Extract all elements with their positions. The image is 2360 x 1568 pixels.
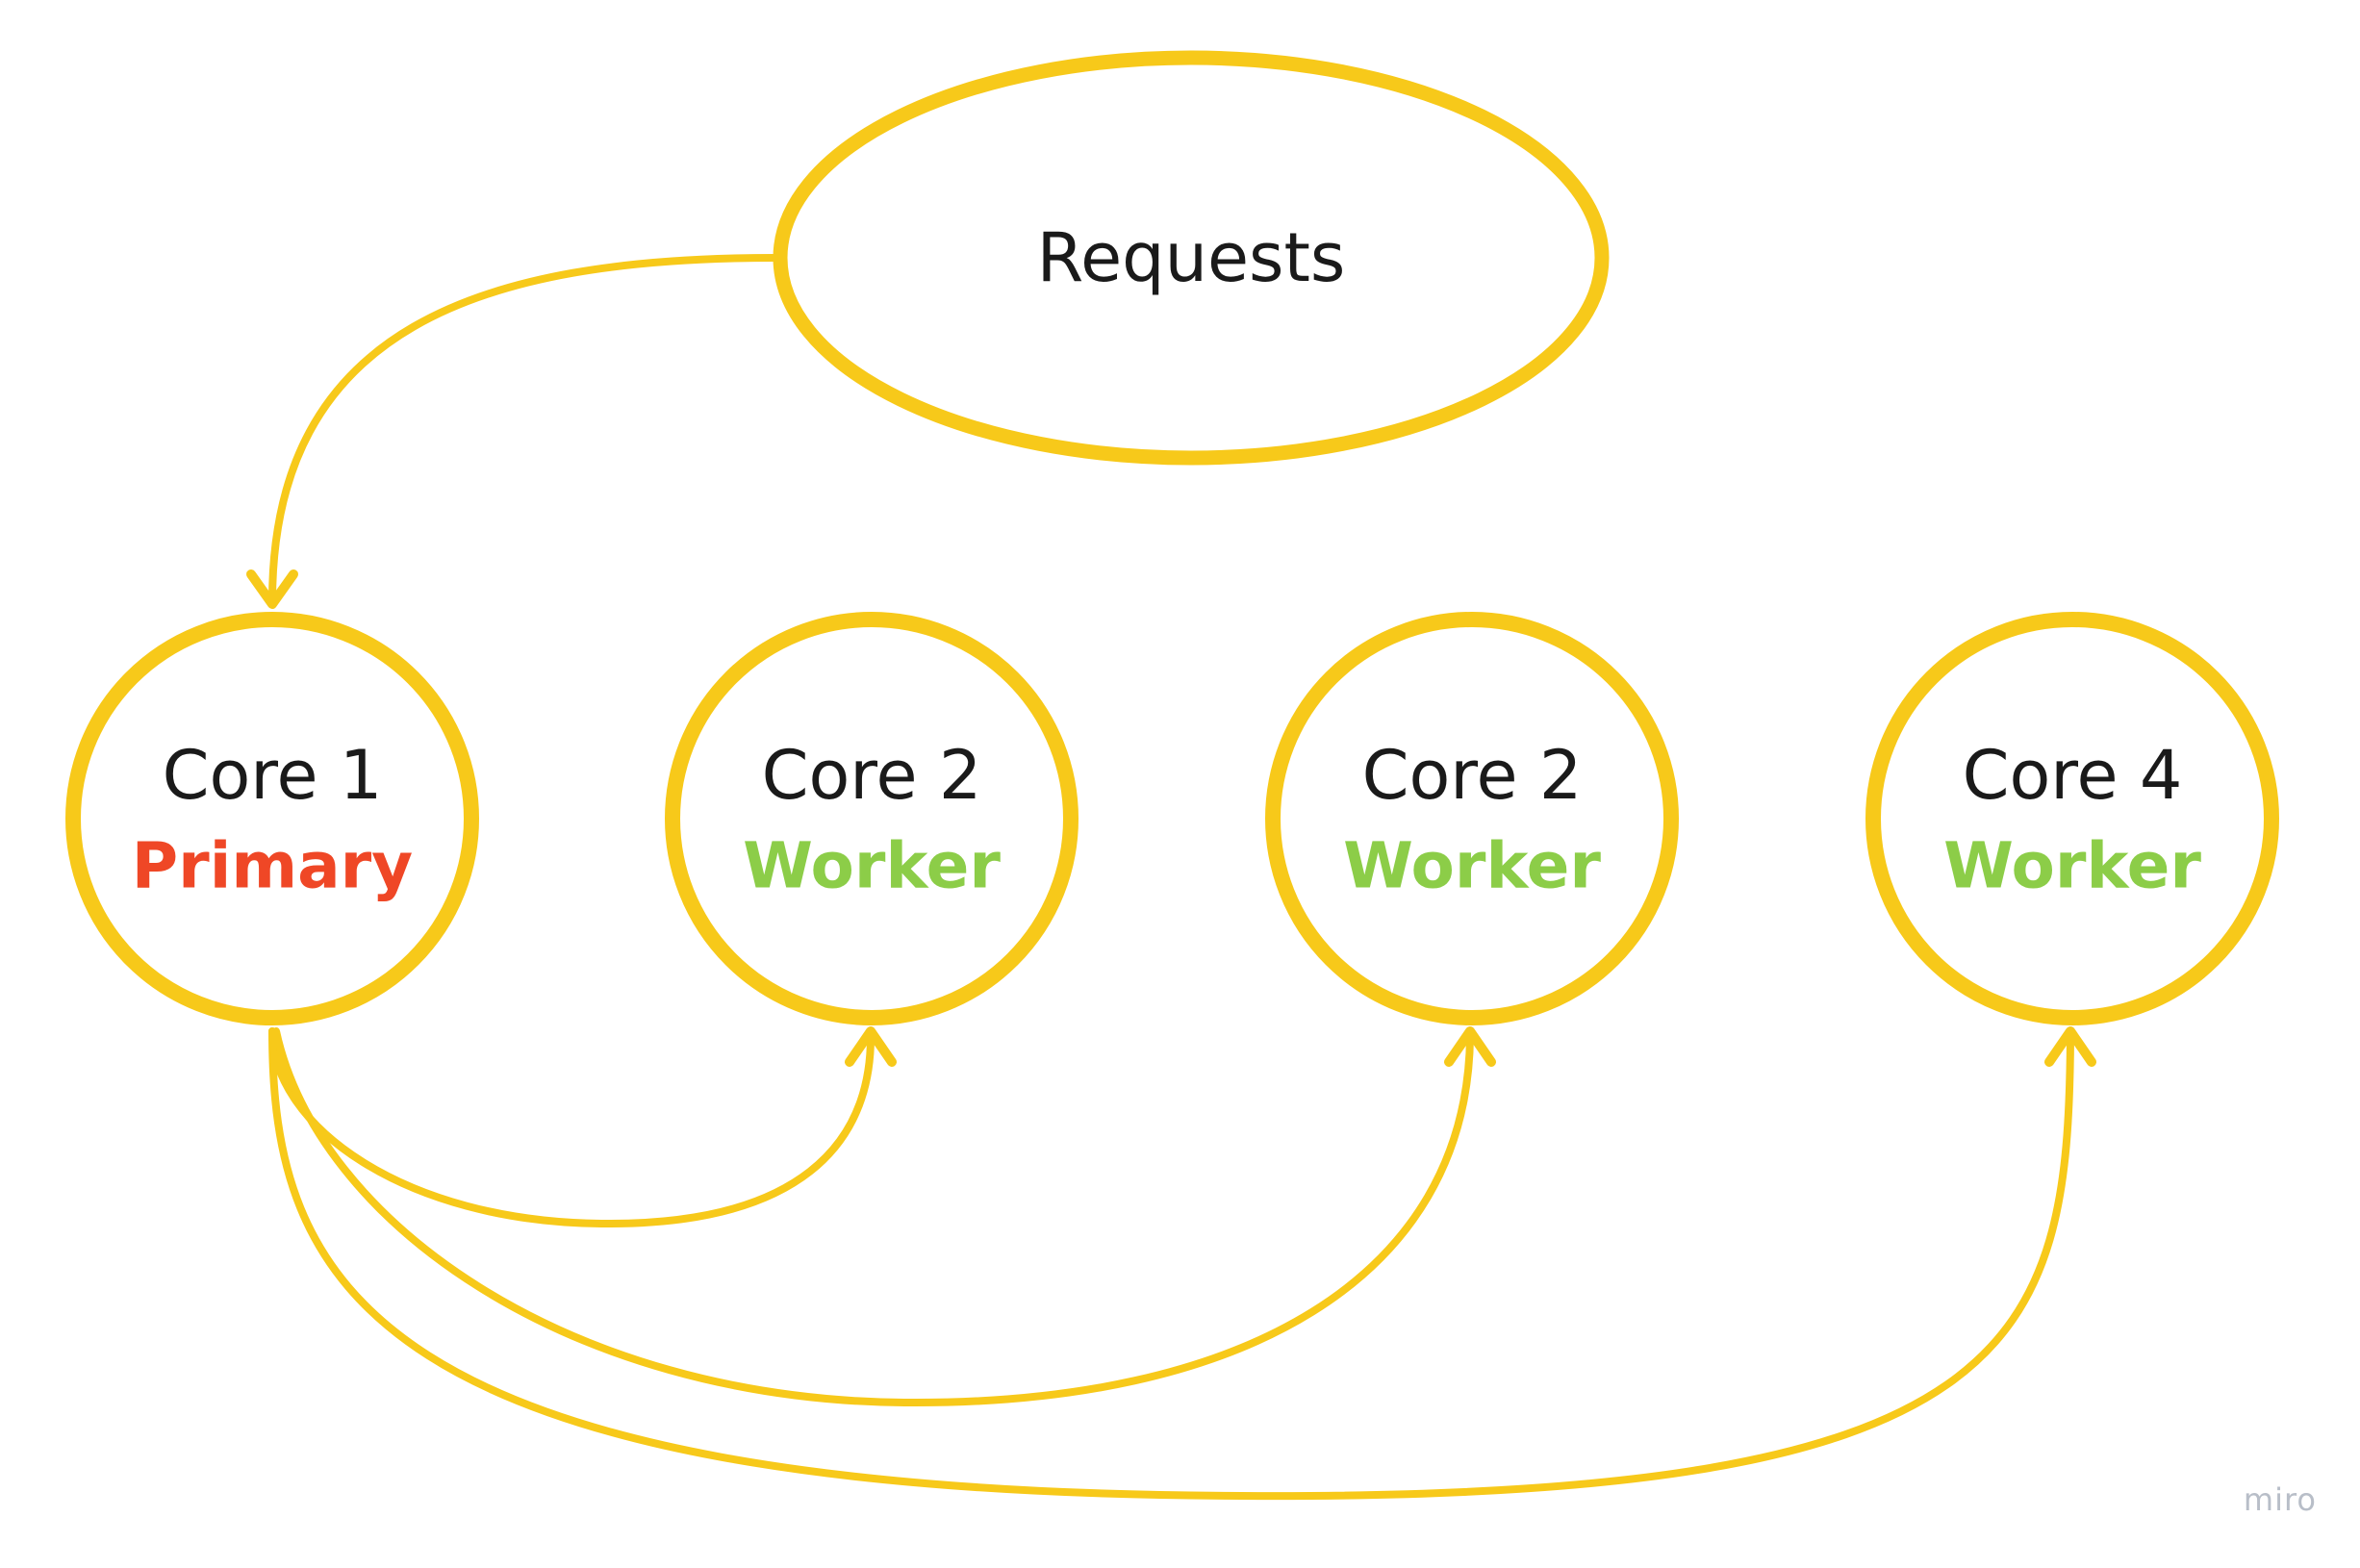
core-2-role: Worker: [743, 829, 1001, 903]
core-3-role: Worker: [1343, 829, 1601, 903]
connectors: [268, 254, 2074, 1501]
core-3-node[interactable]: Core 2 Worker: [1265, 612, 1679, 1025]
arrowheads: [246, 569, 2096, 1067]
arrowhead-core-1: [246, 569, 298, 609]
arrowhead-core-4: [2044, 1026, 2096, 1067]
core-1-circle[interactable]: [65, 612, 479, 1025]
core-4-role: Worker: [1943, 829, 2201, 903]
core-4-node[interactable]: Core 4 Worker: [1865, 612, 2279, 1025]
connector-core-1-to-core-3[interactable]: [272, 1027, 1474, 1407]
core-3-circle[interactable]: [1265, 612, 1679, 1025]
core-1-title: Core 1: [163, 736, 383, 815]
requests-node[interactable]: Requests: [773, 50, 1610, 466]
arrowhead-core-2: [845, 1026, 897, 1067]
connector-core-1-to-core-4[interactable]: [268, 1027, 2074, 1501]
arrowhead-core-3: [1444, 1026, 1496, 1067]
miro-watermark: miro: [2244, 1481, 2317, 1518]
connector-requests-to-core-1[interactable]: [268, 254, 780, 605]
core-4-title: Core 4: [1963, 736, 2183, 815]
core-4-circle[interactable]: [1865, 612, 2279, 1025]
requests-label: Requests: [1037, 218, 1346, 297]
core-3-title: Core 2: [1362, 736, 1583, 815]
requests-ellipse[interactable]: [773, 50, 1610, 466]
core-2-node[interactable]: Core 2 Worker: [665, 612, 1078, 1025]
core-2-circle[interactable]: [665, 612, 1078, 1025]
core-1-role: Primary: [132, 829, 413, 903]
core-2-title: Core 2: [762, 736, 982, 815]
core-1-node[interactable]: Core 1 Primary: [65, 612, 479, 1025]
